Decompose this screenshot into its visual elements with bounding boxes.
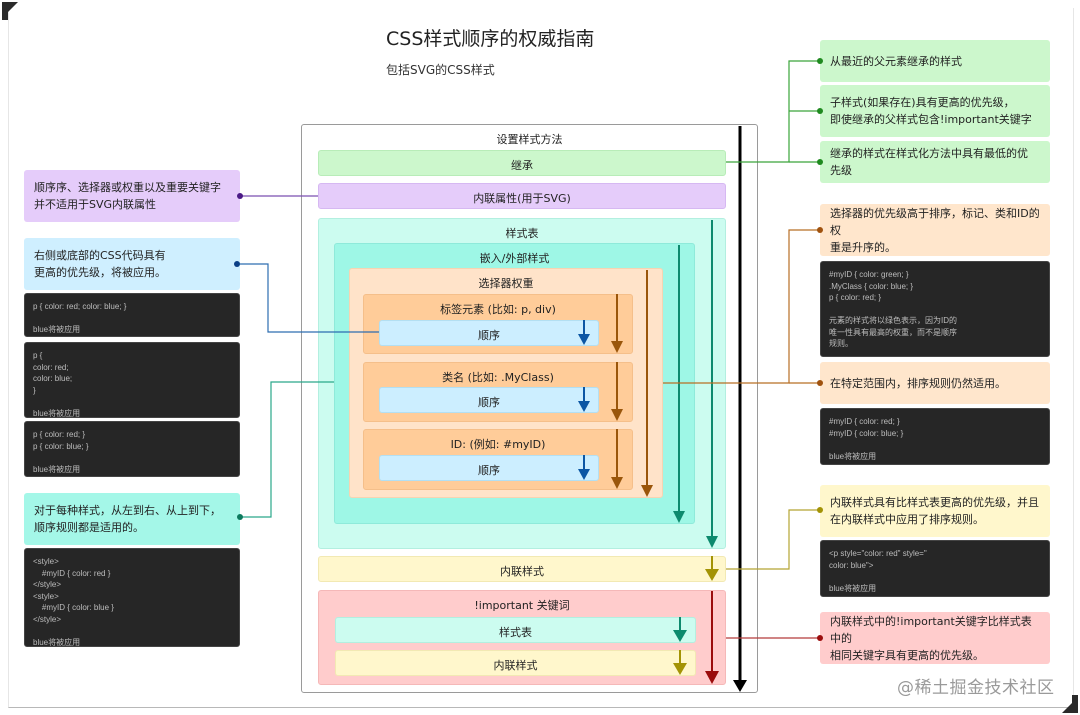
- tag-element-label: 标签元素 (比如: p, div): [440, 303, 556, 316]
- watermark: @稀土掘金技术社区: [897, 678, 1055, 698]
- inline-priority-note: 内联样式具有比样式表更高的优先级，并且 在内联样式中应用了排序规则。: [820, 485, 1050, 537]
- class-name-label: 类名 (比如: .MyClass): [442, 371, 554, 384]
- selector-priority-note: 选择器的优先级高于排序，标记、类和ID的权 重是升序的。: [820, 204, 1050, 256]
- code-example: #myID { color: red; } #myID { color: blu…: [820, 408, 1050, 465]
- important-stylesheet-box: 样式表: [335, 617, 696, 643]
- inheritance-note-1: 从最近的父元素继承的样式: [820, 40, 1050, 82]
- stylesheet-label: 样式表: [505, 227, 539, 240]
- order-label: 顺序: [478, 329, 500, 342]
- code-example: p { color: red; } p { color: blue; } blu…: [24, 421, 240, 477]
- diagram-subtitle: 包括SVG的CSS样式: [386, 63, 495, 77]
- order-label: 顺序: [478, 396, 500, 409]
- inheritance-label: 继承: [511, 159, 533, 172]
- id-selector-label: ID: (例如: #myID): [450, 438, 546, 451]
- left-to-right-note: 对于每种样式，从左到右、从上到下， 顺序规则都是适用的。: [24, 493, 240, 545]
- page-frame: [8, 8, 1074, 708]
- scope-order-note: 在特定范围内，排序规则仍然适用。: [820, 362, 1050, 404]
- important-inline-label: 内联样式: [493, 659, 538, 672]
- important-label: !important 关键词: [474, 599, 570, 612]
- diagram-title: CSS样式顺序的权威指南: [386, 28, 595, 50]
- order-box: 顺序: [379, 320, 599, 346]
- important-stylesheet-label: 样式表: [499, 626, 532, 639]
- svg-attr-note: 顺序序、选择器或权重以及重要关键字 并不适用于SVG内联属性: [24, 170, 240, 222]
- inline-style-label: 内联样式: [500, 565, 544, 578]
- corner-decoration: [1072, 695, 1078, 713]
- code-example: p { color: red; color: blue; } blue将被应用: [24, 293, 240, 337]
- order-label: 顺序: [478, 464, 500, 477]
- corner-decoration: [2, 2, 8, 20]
- selector-weight-label: 选择器权重: [478, 277, 534, 290]
- inline-style-box: 内联样式: [318, 556, 726, 582]
- important-inline-box: 内联样式: [335, 650, 696, 676]
- inheritance-box: 继承: [318, 150, 726, 176]
- embedded-external-label: 嵌入/外部样式: [479, 252, 550, 265]
- order-box: 顺序: [379, 387, 599, 413]
- code-example: <p style="color: red" style=" color: blu…: [820, 540, 1050, 597]
- inheritance-note-2: 子样式(如果存在)具有更高的优先级， 即使继承的父样式包含!important关…: [820, 85, 1050, 137]
- code-example: p { color: red; color: blue; } blue将被应用: [24, 342, 240, 418]
- code-example: #myID { color: green; } .MyClass { color…: [820, 261, 1050, 357]
- order-rule-note: 右侧或底部的CSS代码具有 更高的优先级，将被应用。: [24, 238, 240, 290]
- order-box: 顺序: [379, 455, 599, 481]
- important-priority-note: 内联样式中的!important关键字比样式表中的 相同关键字具有更高的优先级。: [820, 612, 1050, 664]
- inheritance-note-3: 继承的样式在样式化方法中具有最低的优 先级: [820, 141, 1050, 183]
- code-example: <style> #myID { color: red } </style> <s…: [24, 548, 240, 647]
- svg-inline-attr-box: 内联属性(用于SVG): [318, 183, 726, 209]
- svg-inline-attr-label: 内联属性(用于SVG): [473, 192, 571, 205]
- container-label: 设置样式方法: [496, 133, 563, 146]
